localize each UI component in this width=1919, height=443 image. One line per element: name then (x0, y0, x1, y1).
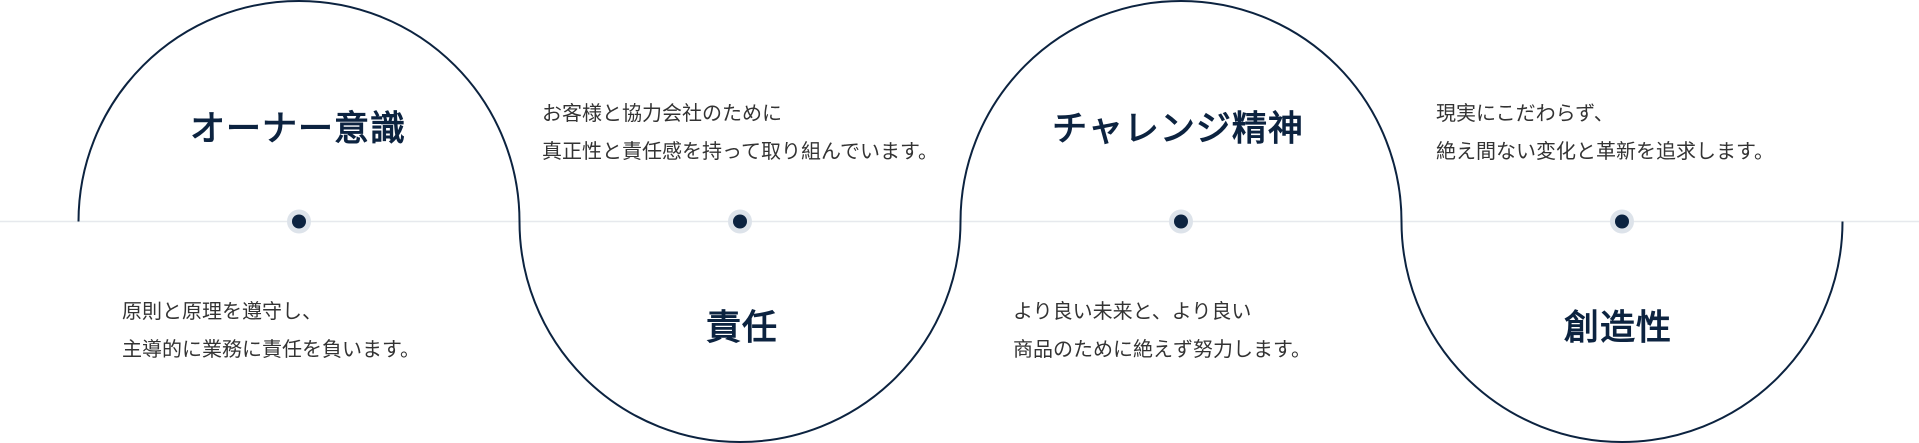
timeline-dot (1615, 214, 1629, 229)
value-title-creativity: 創造性 (1563, 308, 1673, 349)
wave-curve (77, 0, 1844, 443)
value-desc-ownership: 原則と原理を遵守し、 主導的に業務に責任を負います。 (122, 292, 420, 368)
timeline-dot (1174, 214, 1188, 229)
value-desc-responsibility: お客様と協力会社のために 真正性と責任感を持って取り組んでいます。 (542, 94, 938, 170)
desc-line: 原則と原理を遵守し、 (122, 299, 322, 323)
desc-line: より良い未来と、より良い (1013, 299, 1252, 323)
desc-line: 現実にこだわらず、 (1436, 101, 1614, 125)
value-title-responsibility: 責任 (705, 308, 779, 349)
desc-line: 主導的に業務に責任を負います。 (122, 337, 420, 361)
value-title-ownership: オーナー意識 (189, 109, 407, 150)
value-title-challenge: チャレンジ精神 (1052, 109, 1304, 150)
timeline-dot (733, 214, 747, 229)
timeline-dot (292, 214, 306, 229)
desc-line: お客様と協力会社のために (542, 101, 782, 125)
desc-line: 絶え間ない変化と革新を追求します。 (1436, 139, 1774, 163)
value-desc-creativity: 現実にこだわらず、 絶え間ない変化と革新を追求します。 (1436, 94, 1774, 170)
desc-line: 商品のために絶えず努力します。 (1013, 337, 1311, 361)
value-desc-challenge: より良い未来と、より良い 商品のために絶えず努力します。 (1013, 292, 1311, 368)
desc-line: 真正性と責任感を持って取り組んでいます。 (542, 139, 938, 163)
